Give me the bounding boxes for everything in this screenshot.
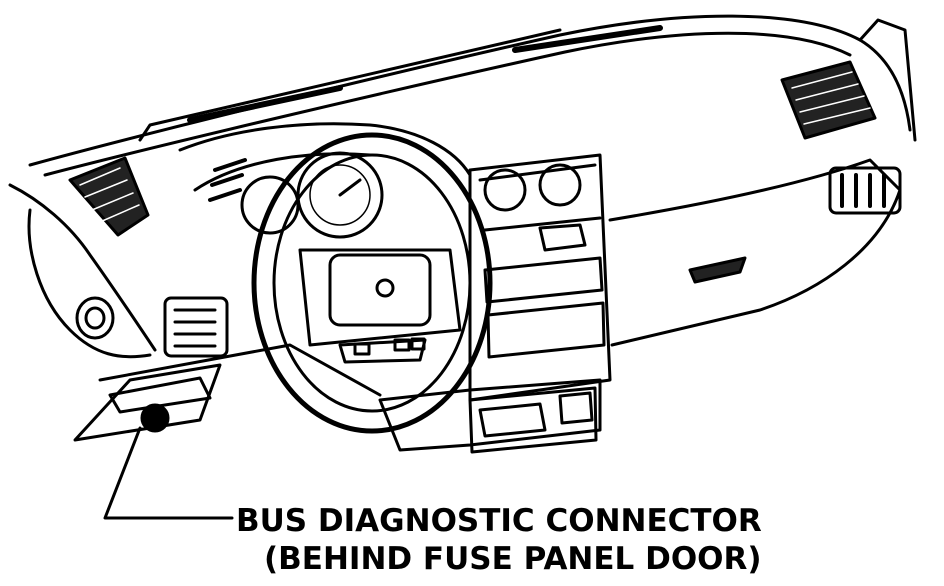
dashboard-top [28,14,917,177]
instrument-cluster [178,122,472,239]
right-speaker-grille [780,60,877,140]
callout-label: BUS DIAGNOSTIC CONNECTOR (BEHIND FUSE PA… [236,502,796,578]
knee-bolster [98,343,382,414]
left-speaker-grille [68,156,150,237]
callout-line-2: (BEHIND FUSE PANEL DOOR) [264,541,762,577]
center-console [468,153,612,402]
right-air-vent [828,166,902,215]
glove-box [608,158,902,347]
callout-leader-line [103,426,234,520]
callout-line-1: BUS DIAGNOSTIC CONNECTOR [236,503,762,539]
left-air-vent [163,296,229,358]
steering-wheel [251,132,493,434]
lower-console [378,378,602,454]
bus-diagnostic-connector-marker [140,403,170,433]
left-panel [8,183,157,359]
